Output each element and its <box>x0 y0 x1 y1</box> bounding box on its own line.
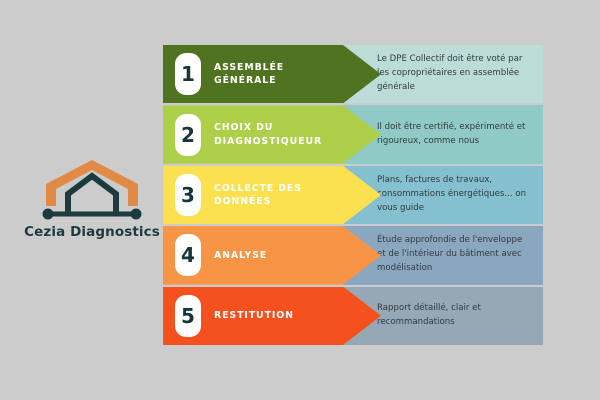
step-arrow: 4 ANALYSE <box>163 226 381 285</box>
step-row: Plans, factures de travaux, consommation… <box>163 165 543 225</box>
step-description: Étude approfondie de l'enveloppe et de l… <box>377 235 523 274</box>
step-label: ASSEMBLÉE GÉNÉRALE <box>214 61 285 87</box>
step-row: Rapport détaillé, clair et recommandatio… <box>163 286 543 345</box>
step-description: Le DPE Collectif doit être voté par les … <box>377 54 523 93</box>
step-number: 1 <box>181 62 195 87</box>
step-row: Étude approfondie de l'enveloppe et de l… <box>163 226 543 285</box>
step-label: CHOIX DU DIAGNOSTIQUEUR <box>214 122 323 147</box>
step-number-capsule: 3 <box>175 173 201 216</box>
step-description-band: Le DPE Collectif doit être voté par les … <box>343 45 543 104</box>
step-number: 3 <box>181 182 195 207</box>
step-number-capsule: 4 <box>175 234 201 277</box>
step-number: 2 <box>181 122 195 147</box>
step-description-band: Rapport détaillé, clair et recommandatio… <box>343 286 543 345</box>
process-steps-list: Le DPE Collectif doit être voté par les … <box>163 45 543 345</box>
step-row: Il doit être certifié, expérimenté et ri… <box>163 105 543 164</box>
step-number-capsule: 2 <box>175 113 201 156</box>
house-outline-logo-icon <box>42 160 142 220</box>
step-description: Rapport détaillé, clair et recommandatio… <box>377 302 481 327</box>
step-label: RESTITUTION <box>214 310 294 322</box>
step-description: Plans, factures de travaux, consommation… <box>377 175 527 213</box>
step-arrow: 3 COLLECTE DES DONNÉES <box>163 165 381 225</box>
step-row: Le DPE Collectif doit être voté par les … <box>163 45 543 104</box>
step-number-capsule: 5 <box>175 294 201 337</box>
step-number: 5 <box>181 303 195 328</box>
step-arrow: 5 RESTITUTION <box>163 286 381 345</box>
step-number: 4 <box>181 243 195 268</box>
step-number-capsule: 1 <box>175 53 201 96</box>
step-arrow: 1 ASSEMBLÉE GÉNÉRALE <box>163 45 381 104</box>
logo-text: Cezia Diagnostics <box>24 224 160 240</box>
step-description: Il doit être certifié, expérimenté et ri… <box>377 121 526 146</box>
step-arrow: 2 CHOIX DU DIAGNOSTIQUEUR <box>163 105 381 164</box>
step-label: COLLECTE DES DONNÉES <box>214 182 302 207</box>
step-label: ANALYSE <box>214 249 268 261</box>
logo: Cezia Diagnostics <box>22 158 162 254</box>
